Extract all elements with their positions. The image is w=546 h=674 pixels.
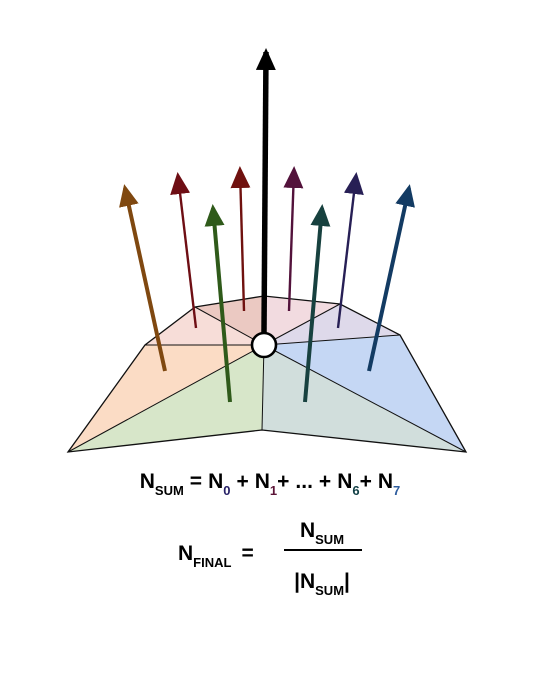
term-n6-subscript: 6	[352, 483, 359, 498]
mesh-spoke-6	[67, 344, 265, 453]
denominator-open-bar: |	[294, 570, 300, 593]
normal-arrow-n7	[367, 184, 415, 372]
term-n6-letter: N	[337, 470, 352, 493]
center-vertex-marker	[250, 331, 278, 359]
equation-final-lhs: NFINAL =	[178, 542, 254, 570]
sum-lhs-letter: N	[140, 470, 155, 493]
final-denominator: |NSUM|	[294, 570, 350, 598]
face-right	[264, 335, 466, 452]
final-lhs-letter: N	[178, 542, 193, 565]
final-lhs-subscript: FINAL	[193, 555, 231, 570]
term-n7-letter: N	[378, 470, 393, 493]
denominator-close-bar: |	[344, 570, 350, 593]
normal-arrow-n5	[303, 204, 331, 403]
numerator-letter: N	[300, 519, 315, 542]
denominator-letter: N	[300, 570, 315, 593]
vertex-normal-arrow	[255, 48, 276, 333]
sum-plus-sign-4: +	[360, 470, 372, 493]
final-equals-sign: =	[241, 542, 253, 565]
term-n1-letter: N	[255, 470, 270, 493]
sum-ellipsis: ...	[295, 470, 313, 493]
normal-arrow-n4	[283, 166, 304, 312]
mesh-spoke-4	[263, 344, 467, 453]
normal-arrow-n1	[170, 172, 198, 329]
face-normal-vectors	[119, 166, 415, 403]
normal-arrow-n6	[336, 172, 364, 329]
equation-normal-sum: NSUM=N0+N1+...+N6+N7	[140, 470, 401, 498]
term-n0-subscript: 0	[223, 483, 230, 498]
final-numerator: NSUM	[300, 519, 344, 547]
mesh-spoke-2	[263, 303, 341, 346]
face-top-left	[145, 307, 264, 345]
denominator-subscript: SUM	[315, 583, 344, 598]
sum-lhs-subscript: SUM	[155, 483, 184, 498]
face-top-center-left	[195, 296, 264, 345]
normal-arrow-n0	[119, 184, 167, 372]
term-n0-letter: N	[208, 470, 223, 493]
sum-plus-sign-2: +	[277, 470, 289, 493]
numerator-subscript: SUM	[315, 532, 344, 547]
mesh-spoke-5	[261, 344, 265, 431]
mesh-fan	[66, 295, 468, 453]
normal-arrow-n3	[230, 166, 251, 312]
sum-equals-sign: =	[190, 470, 202, 493]
term-n1-subscript: 1	[270, 483, 277, 498]
term-n7-subscript: 7	[393, 483, 400, 498]
face-top-right	[264, 304, 400, 345]
normal-arrow-n2	[204, 204, 232, 403]
face-top-center-right	[264, 296, 340, 345]
sum-plus-sign-3: +	[319, 470, 331, 493]
sum-plus-sign-1: +	[236, 470, 248, 493]
